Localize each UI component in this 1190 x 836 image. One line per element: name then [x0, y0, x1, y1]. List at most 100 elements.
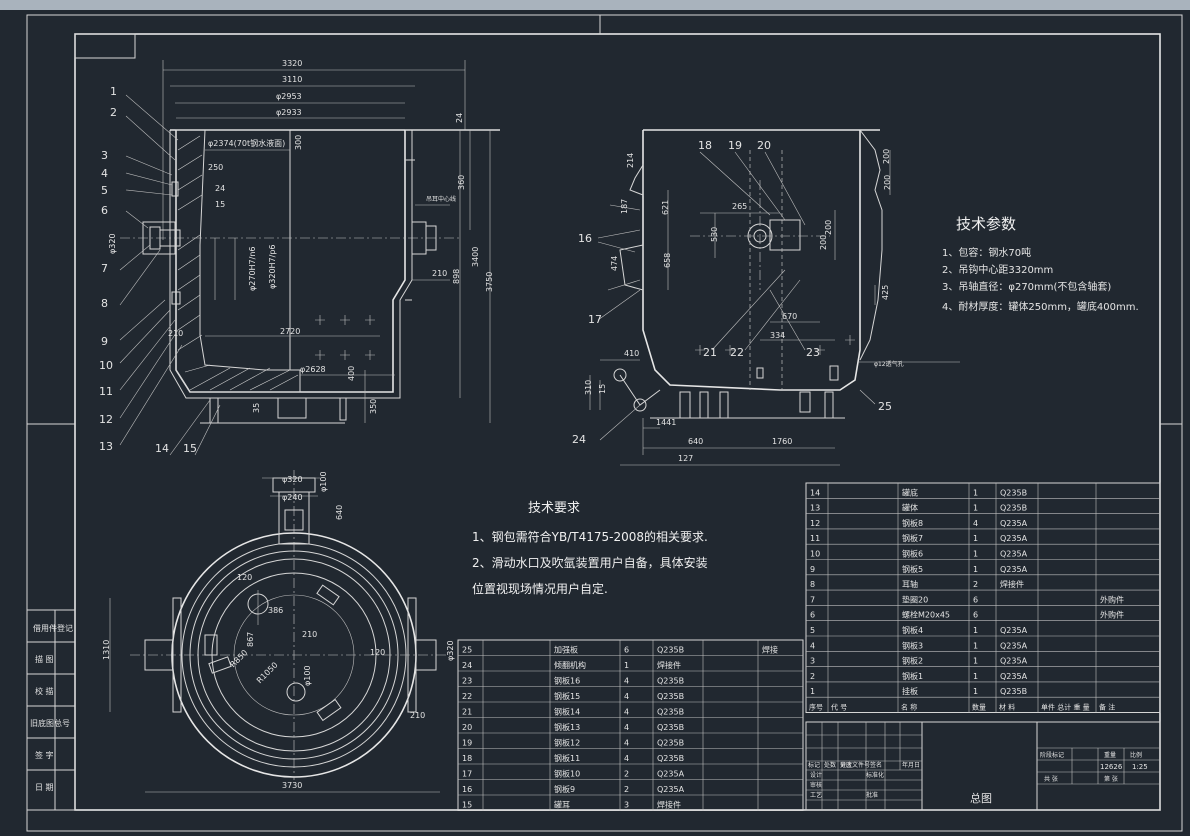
dim-label: 1441: [656, 418, 676, 427]
bom-cell-no: 15: [462, 801, 472, 810]
dim-label: 867: [246, 632, 255, 647]
dim-label: 15: [215, 200, 225, 209]
bom-cell-no: 22: [462, 692, 472, 701]
bom-cell-no: 18: [462, 754, 472, 763]
dim-label: 1310: [102, 640, 111, 660]
sign-label: 年月日: [902, 761, 920, 769]
bom-cell-qty: 4: [973, 519, 978, 528]
bom-cell-qty: 4: [624, 754, 629, 763]
dim-label: 640: [335, 505, 344, 520]
callout-20: 20: [757, 139, 771, 152]
bom-cell-mat: Q235A: [1000, 672, 1028, 681]
bom-cell-no: 3: [810, 657, 815, 666]
strip-label: 借用件登记: [33, 623, 73, 633]
bom-header-code: 代 号: [831, 703, 847, 712]
bom-cell-name: 挂板: [902, 686, 918, 696]
weight-value: 12626: [1100, 763, 1123, 771]
sheet-inner-border: [74, 33, 1161, 811]
bom-cell-no: 1: [810, 687, 815, 696]
bom-cell-qty: 2: [624, 770, 629, 779]
dim-label: 127: [678, 454, 693, 463]
trunnion-center-note: 吊耳中心线: [426, 195, 456, 203]
bom-cell-mat: Q235A: [1000, 519, 1028, 528]
callout-21: 21: [703, 346, 717, 359]
bom-cell-qty: 2: [973, 580, 978, 589]
bom-cell-qty: 4: [624, 677, 629, 686]
sheet-number: 第 张: [1104, 775, 1118, 783]
dim-label: 120: [370, 648, 385, 657]
scale-label: 比例: [1130, 751, 1142, 759]
stage-label: 阶段标记: [1040, 751, 1064, 759]
dim-label: 200: [819, 235, 828, 250]
bom-cell-name: 钢板16: [554, 676, 580, 686]
bom-cell-name: 罐体: [902, 503, 918, 513]
plan-top-view: φ320 φ240 φ100 640 120 386 210 867 R850 …: [102, 470, 455, 793]
callout-24: 24: [572, 433, 586, 446]
bom-cell-name: 耳轴: [902, 579, 918, 589]
bom-cell-mat: Q235B: [1000, 488, 1027, 497]
dim-label: φ100: [319, 471, 328, 492]
bom-cell-name: 钢板10: [554, 769, 580, 779]
tech-requirements-block: 技术要求 1、钢包需符合YB/T4175-2008的相关要求. 2、滑动水口及吹…: [472, 501, 708, 596]
bom-cell-no: 21: [462, 708, 472, 717]
callout-16: 16: [578, 232, 592, 245]
dim-label: 898: [452, 269, 461, 284]
callout-4: 4: [101, 167, 108, 180]
bom-cell-no: 20: [462, 723, 472, 732]
bom-cell-no: 4: [810, 641, 815, 650]
tech-params-line: 2、吊钩中心距3320mm: [942, 263, 1053, 276]
tech-params-line: 4、耐材厚度：罐体250mm，罐底400mm.: [942, 300, 1139, 313]
bom-cell-mat: Q235B: [657, 708, 684, 717]
dim-label: φ320: [108, 233, 117, 254]
bom-cell-mat: 焊接件: [657, 660, 681, 670]
dim-label: 621: [661, 200, 670, 215]
sign-label: 签名: [870, 761, 882, 769]
dim-label: 120: [237, 573, 252, 582]
bom-cell-name: 钢板4: [902, 625, 923, 635]
bom-cell-qty: 1: [973, 504, 978, 513]
bom-cell-name: 钢板7: [902, 533, 923, 543]
bom-cell-no: 2: [810, 672, 815, 681]
bom-cell-name: 钢板3: [902, 640, 923, 650]
dim-label: 530: [710, 227, 719, 242]
callout-17: 17: [588, 313, 602, 326]
callout-25: 25: [878, 400, 892, 413]
bom-cell-qty: 1: [973, 626, 978, 635]
callout-14: 14: [155, 442, 169, 455]
sign-label: 标准化: [866, 771, 884, 779]
bom-cell-no: 19: [462, 739, 472, 748]
sign-label: 批准: [866, 791, 878, 799]
strip-label: 签 字: [35, 750, 54, 760]
dim-label: 386: [268, 606, 283, 615]
bom-cell-qty: 1: [973, 550, 978, 559]
dim-label: 1760: [772, 437, 792, 446]
dim-label: 200: [824, 220, 833, 235]
dim-label: 250: [208, 163, 223, 172]
bom-cell-no: 24: [462, 661, 472, 670]
dim-24: 24: [455, 113, 464, 123]
bom-cell-name: 钢板12: [554, 738, 580, 748]
dim-label: 410: [624, 349, 639, 358]
dim-label: R1050: [255, 660, 280, 685]
bom-cell-note: 外购件: [1100, 610, 1124, 620]
bom-cell-qty: 1: [973, 565, 978, 574]
bom-cell-mat: Q235A: [657, 785, 685, 794]
bom-header-note: 备 注: [1099, 703, 1115, 712]
tech-req-line: 2、滑动水口及吹氩装置用户自备，具体安装: [472, 555, 708, 570]
bom-cell-qty: 4: [624, 739, 629, 748]
scale-value: 1:25: [1132, 763, 1148, 771]
dim-label: φ2628: [300, 365, 326, 374]
bom-cell-name: 钢板2: [902, 656, 923, 666]
dim-3320: 3320: [282, 59, 302, 68]
sign-label: 分区: [840, 761, 852, 769]
callout-15: 15: [183, 442, 197, 455]
dim-label: 474: [610, 256, 619, 271]
callout-5: 5: [101, 184, 108, 197]
bom-cell-mat: Q235B: [1000, 504, 1027, 513]
bom-cell-no: 5: [810, 626, 815, 635]
sheet-total: 共 张: [1044, 775, 1058, 783]
dim-3110: 3110: [282, 75, 302, 84]
sign-label: 标记: [808, 761, 820, 769]
